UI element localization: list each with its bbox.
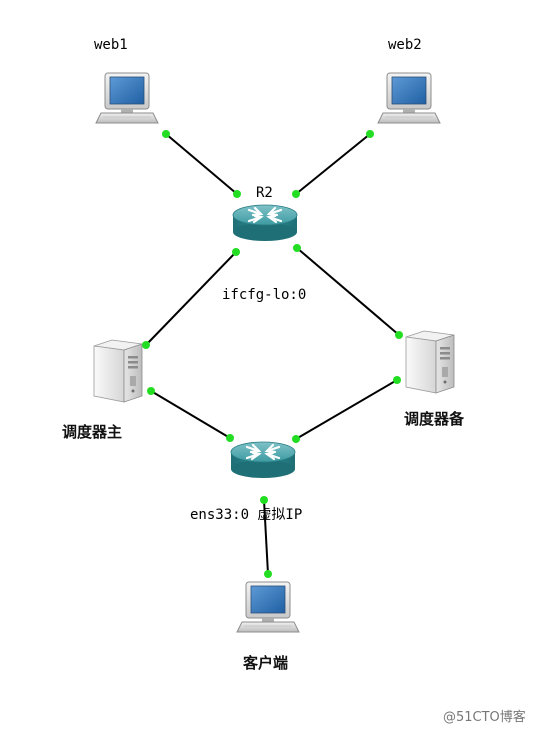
port-dot	[260, 496, 268, 504]
label-vip: ens33:0 虚拟IP	[190, 507, 302, 523]
server-sched-backup[interactable]	[405, 330, 455, 394]
label-sched-backup: 调度器备	[404, 410, 465, 428]
port-dot	[366, 130, 374, 138]
tower-server-icon	[405, 330, 455, 394]
pc-web1[interactable]	[95, 72, 159, 124]
pc-client[interactable]	[236, 581, 300, 633]
label-client: 客户端	[242, 654, 288, 672]
server-sched-main[interactable]	[93, 339, 143, 403]
port-dot	[292, 190, 300, 198]
port-dot	[395, 331, 403, 339]
link-r2-sched-main	[145, 251, 237, 346]
link-r1-client	[263, 499, 269, 575]
tower-server-icon	[93, 339, 143, 403]
watermark: @51CTO博客	[443, 709, 526, 725]
desktop-computer-icon	[377, 72, 441, 124]
port-dot	[293, 244, 301, 252]
port-dot	[393, 376, 401, 384]
port-dot	[232, 248, 240, 256]
label-web1: web1	[94, 37, 128, 53]
port-dot	[292, 435, 300, 443]
pc-web2[interactable]	[377, 72, 441, 124]
link-r2-sched-backup	[296, 247, 400, 336]
router-icon	[231, 203, 299, 243]
link-sched-main-r1	[150, 390, 231, 439]
link-web2-r2	[295, 133, 371, 195]
port-dot	[233, 190, 241, 198]
desktop-computer-icon	[236, 581, 300, 633]
port-dot	[226, 434, 234, 442]
port-dots	[142, 130, 403, 578]
link-sched-backup-r1	[295, 379, 398, 440]
router-icon	[229, 440, 297, 480]
port-dot	[147, 387, 155, 395]
label-loopback: ifcfg-lo:0	[222, 287, 306, 303]
links	[145, 133, 400, 575]
label-web2: web2	[388, 37, 422, 53]
label-router-r2: R2	[256, 185, 273, 201]
label-sched-main: 调度器主	[62, 423, 122, 441]
port-dot	[142, 341, 150, 349]
router-r1[interactable]	[229, 440, 297, 480]
router-r2[interactable]	[231, 203, 299, 243]
desktop-computer-icon	[95, 72, 159, 124]
port-dot	[162, 130, 170, 138]
link-web1-r2	[165, 133, 238, 195]
port-dot	[264, 570, 272, 578]
